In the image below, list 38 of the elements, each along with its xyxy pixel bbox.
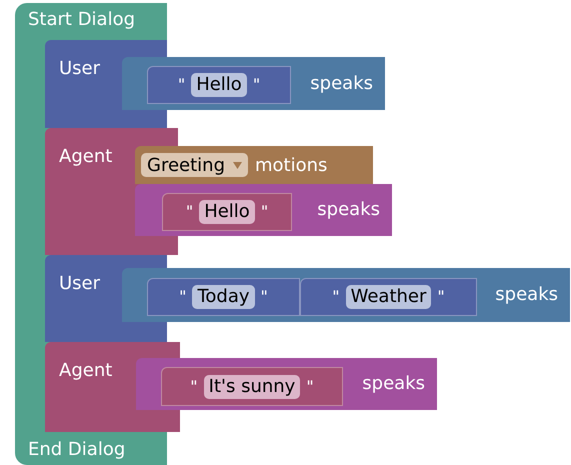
text-field: Hello [199,200,255,224]
text-field: It's sunny [204,374,300,398]
quote-mark: " [332,286,340,308]
block-label: Agent [59,359,112,383]
dialog-block [15,3,571,465]
speaks-block [122,57,385,110]
dropdown: Greeting [141,153,248,177]
block-label: User [59,272,100,296]
quote-mark: " [252,74,260,96]
block-label: speaks [362,372,425,396]
block-label: User [59,57,100,81]
block-label: motions [255,154,328,178]
block-label: speaks [495,283,558,307]
block-label: speaks [310,72,373,96]
text-field: Weather [346,285,432,309]
motion-block [135,146,373,184]
quote-mark: " [178,74,186,96]
quote-mark: " [306,376,314,398]
quote-mark: " [190,376,198,398]
quote-mark: " [179,286,186,308]
text-field: Hello [191,73,247,97]
block-label: speaks [317,198,380,222]
speaks-block [136,358,437,410]
speaks-block [135,184,392,236]
text-field: Today [192,285,255,309]
block-label: Agent [59,145,112,169]
quote-mark: " [186,201,194,223]
quote-mark: " [260,286,268,308]
text-block [147,278,300,316]
text-block [162,193,292,231]
quote-mark: " [260,201,268,223]
speaks-block [122,268,570,322]
text-block [147,66,291,104]
text-block [161,367,343,406]
quote-mark: " [437,286,445,308]
block-label: Start Dialog [28,8,136,32]
text-block [300,278,477,316]
block-label: End Dialog [28,438,126,462]
